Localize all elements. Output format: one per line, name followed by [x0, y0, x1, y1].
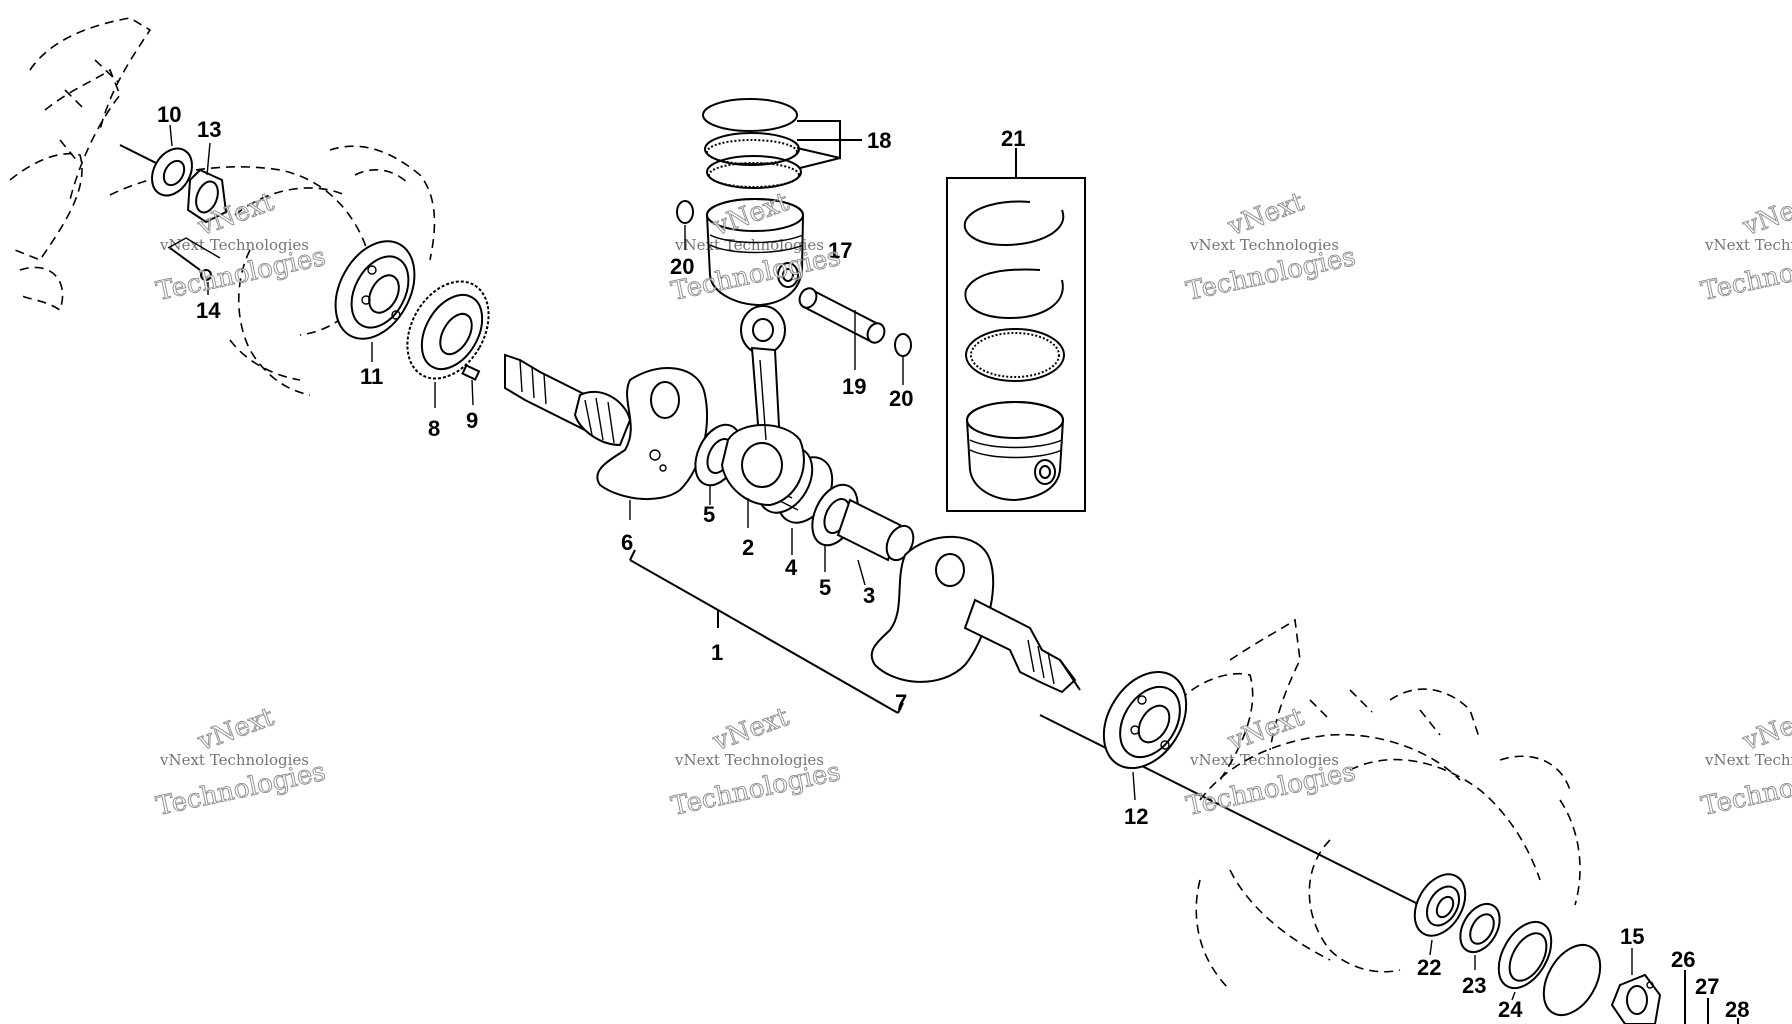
piston-pin-19 [798, 287, 886, 344]
callout-labels: 10 13 14 11 8 9 6 5 2 4 5 3 1 7 18 17 20… [157, 102, 1749, 1022]
oil-seal-23 [1459, 902, 1501, 954]
svg-text:vNext: vNext [1738, 187, 1792, 242]
key-9 [461, 364, 481, 381]
watermark-4: vNext vNext Technologies Technologies [1698, 187, 1792, 308]
oil-seal-10 [151, 147, 193, 197]
kit-piston [966, 401, 1064, 502]
callout-5b: 5 [819, 575, 831, 600]
ball-bearing-22 [1413, 873, 1467, 937]
callout-23: 23 [1462, 973, 1486, 998]
crank-web-7 [870, 535, 995, 683]
svg-text:vNext Technologies: vNext Technologies [674, 751, 824, 769]
callout-17: 17 [828, 238, 852, 263]
callout-4: 4 [785, 555, 798, 580]
ball-bearing-12 [1102, 670, 1188, 770]
piston-rings-18 [702, 98, 802, 189]
crankshaft-left-journal [504, 353, 632, 447]
crank-axis-right [1039, 714, 1421, 906]
callout-12: 12 [1124, 804, 1148, 829]
callout-20b: 20 [889, 386, 913, 411]
crankshaft-right-journal [963, 598, 1081, 694]
callout-13: 13 [197, 117, 221, 142]
piston-17 [706, 198, 804, 307]
o-ring-25 [1542, 943, 1602, 1017]
svg-text:vNext: vNext [708, 702, 793, 757]
svg-text:vNext Technologies: vNext Technologies [159, 751, 309, 769]
right-crankcase-outline [1179, 618, 1581, 991]
callout-6: 6 [621, 530, 633, 555]
drive-gear-8 [406, 280, 490, 380]
callout-20a: 20 [670, 254, 694, 279]
callout-19: 19 [842, 374, 866, 399]
svg-text:vNext: vNext [1738, 702, 1792, 757]
callout-7: 7 [895, 690, 907, 715]
ring-bracket-18-lower [799, 157, 841, 169]
callout-14: 14 [196, 298, 221, 323]
watermark-3: vNext vNext Technologies Technologies [1183, 187, 1358, 308]
watermark-5: vNext vNext Technologies Technologies [153, 702, 328, 823]
crank-web-6 [596, 367, 708, 501]
callout-18: 18 [867, 128, 891, 153]
callout-26: 26 [1671, 947, 1695, 972]
retainer-plate-13 [186, 168, 228, 224]
callout-27: 27 [1695, 974, 1719, 999]
callout-9: 9 [466, 408, 478, 433]
kit-ring-3 [965, 328, 1065, 382]
svg-text:vNext: vNext [193, 702, 278, 757]
callout-1: 1 [711, 640, 723, 665]
retainer-plate-15 [1610, 973, 1662, 1024]
circlip-20b [894, 333, 912, 357]
kit-ring-1 [963, 200, 1065, 247]
svg-text:vNext Technologies: vNext Technologies [1189, 751, 1339, 769]
callout-28: 28 [1725, 997, 1749, 1022]
callout-15: 15 [1620, 924, 1644, 949]
watermark-2: vNext vNext Technologies Technologies [668, 187, 843, 308]
callout-5a: 5 [703, 502, 715, 527]
watermark-8: vNext vNext Technologies Technologies [1698, 702, 1792, 823]
screw-14 [167, 237, 221, 281]
svg-text:vNext Technologies: vNext Technologies [1704, 751, 1792, 769]
watermark-1: vNext vNext Technologies Technologies [153, 187, 328, 308]
crank-pin-3 [836, 498, 915, 562]
svg-text:vNext Technologies: vNext Technologies [1704, 236, 1792, 254]
callout-21: 21 [1001, 126, 1025, 151]
callout-22: 22 [1417, 955, 1441, 980]
callout-11: 11 [360, 364, 383, 389]
svg-text:vNext Technologies: vNext Technologies [674, 236, 824, 254]
svg-text:vNext: vNext [1223, 702, 1308, 757]
ball-bearing-11 [334, 240, 416, 340]
kit-ring-2 [964, 268, 1064, 320]
leader-lines [169, 124, 1633, 1001]
watermark-7: vNext vNext Technologies Technologies [1183, 702, 1358, 823]
oil-seal-24 [1497, 920, 1553, 990]
svg-text:vNext: vNext [1223, 187, 1308, 242]
circlip-20a [676, 200, 694, 224]
svg-text:vNext Technologies: vNext Technologies [159, 236, 309, 254]
callout-3: 3 [863, 583, 875, 608]
watermark-6: vNext vNext Technologies Technologies [668, 702, 843, 823]
callout-8: 8 [428, 416, 440, 441]
callout-2: 2 [742, 535, 754, 560]
connecting-rod-2 [720, 305, 805, 507]
callout-10: 10 [157, 102, 181, 127]
svg-text:vNext Technologies: vNext Technologies [1189, 236, 1339, 254]
callout-24: 24 [1498, 997, 1523, 1022]
